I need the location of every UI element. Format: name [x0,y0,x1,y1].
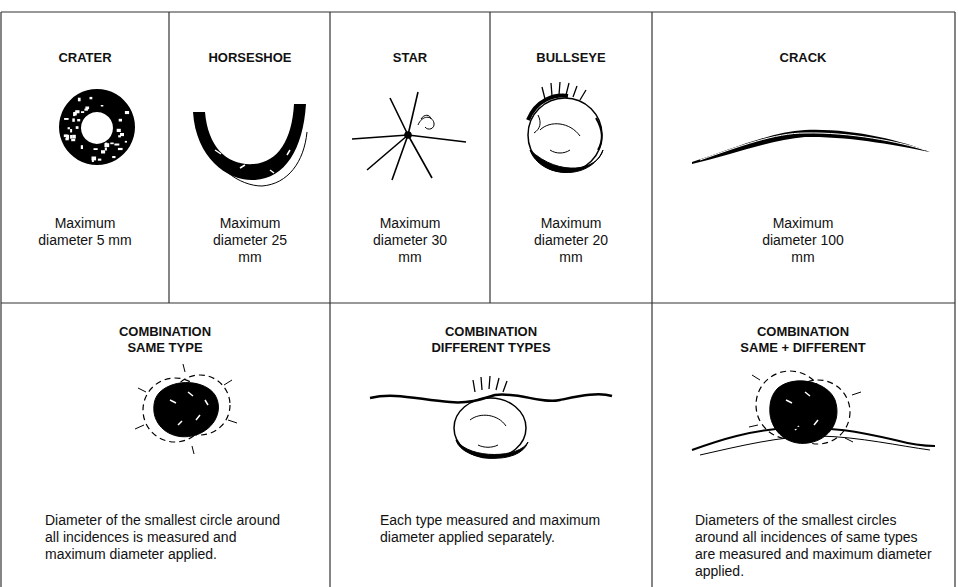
crater-speck [110,143,113,145]
crater-speck [66,135,69,139]
combination-rule: Each type measured and maximum diameter … [380,512,610,546]
crater-speck [90,97,93,99]
combination-heading: COMBINATION SAME TYPE [100,324,230,356]
crater-speck [81,145,83,149]
table-grid [1,12,955,587]
max-diameter-note: Maximum diameter 5 mm [35,215,135,249]
combination-same-figure [135,364,237,454]
crack-figure [692,130,930,164]
crater-speck [112,156,115,158]
max-diameter-note: Maximum diameter 30 mm [360,215,460,266]
max-diameter-note: Maximum diameter 100 mm [753,215,853,266]
crater-speck [85,107,89,110]
crater-speck [92,160,94,162]
crater-speck [117,129,121,132]
type-heading: HORSESHOE [180,50,320,66]
crater-speck [72,118,75,121]
crater-speck [72,135,76,139]
crater-speck [70,129,72,132]
crater-speck [75,110,79,113]
bullseye-figure [528,82,603,173]
crater-figure [59,89,135,165]
crater-speck [101,150,105,153]
crater-speck [77,119,80,121]
crater-speck [98,159,101,161]
combination-heading: COMBINATION SAME + DIFFERENT [738,324,868,356]
crater-speck [118,148,123,150]
crater-speck [101,105,104,107]
combination-different-figure [370,376,612,458]
crater-speck [70,135,72,139]
crater-speck [105,148,107,151]
crater-speck [125,111,129,114]
combination-heading: COMBINATION DIFFERENT TYPES [426,324,556,356]
combination-mixed-figure [692,371,935,455]
crater-speck [81,111,84,113]
crater-speck [104,143,109,147]
crater-speck [71,139,75,141]
crater-speck [105,143,107,145]
crater-speck [125,141,127,143]
crater-speck [78,98,81,102]
combination-rule: Diameter of the smallest circle around a… [45,512,290,563]
crater-speck [94,148,98,150]
crater-speck [64,118,69,120]
crater-speck [114,144,119,146]
crater-speck [119,119,122,122]
combination-rule: Diameters of the smallest circles around… [695,512,940,580]
star-figure [352,92,466,180]
type-heading: CRATER [20,50,150,66]
type-heading: STAR [340,50,480,66]
crater-speck [73,112,75,116]
type-heading: BULLSEYE [501,50,641,66]
max-diameter-note: Maximum diameter 20 mm [521,215,621,266]
max-diameter-note: Maximum diameter 25 mm [200,215,300,266]
type-heading: CRACK [703,50,903,66]
crater-speck [68,127,70,129]
crater-speck [118,135,121,137]
crater-speck [76,126,79,129]
horseshoe-figure [193,104,307,186]
